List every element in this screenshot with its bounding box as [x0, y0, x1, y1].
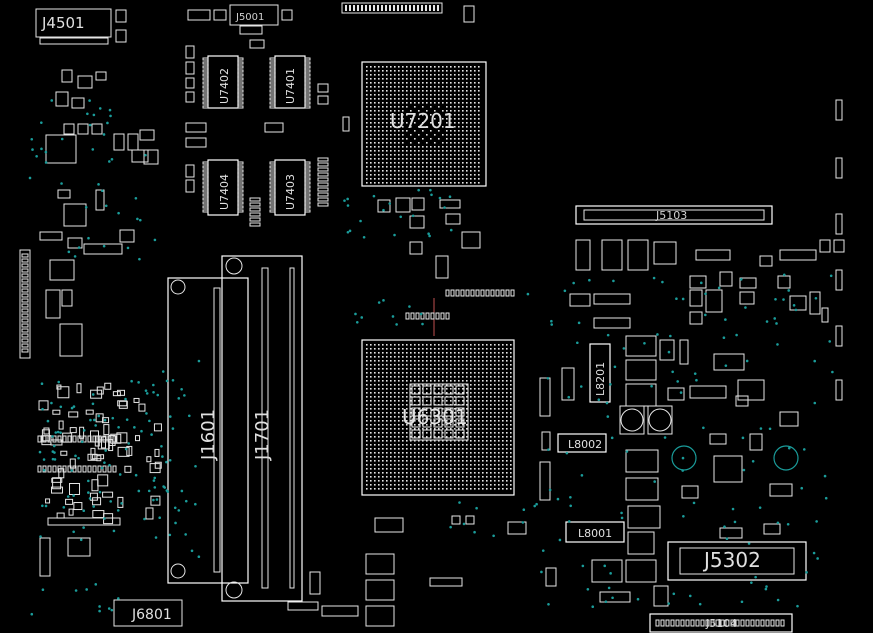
u7201-label: U7201 [390, 109, 456, 133]
l8001-label: L8001 [578, 527, 612, 540]
chip-u6301[interactable]: U6301 [361, 339, 515, 496]
connector-j5104[interactable]: J5104 [649, 613, 793, 633]
connector-j5302[interactable]: J5302 [667, 541, 807, 581]
u7404-label: U7404 [218, 174, 231, 210]
u7401-label: U7401 [284, 68, 297, 104]
chip-u7201[interactable]: U7201 [361, 61, 487, 187]
connector-j1601[interactable]: J1601 [167, 277, 249, 584]
j5104-label: J5104 [705, 617, 737, 630]
j1701-label: J1701 [252, 409, 273, 461]
j1601-label: J1601 [198, 409, 219, 461]
connector-j6801[interactable]: J6801 [113, 599, 183, 627]
u6301-label: U6301 [402, 405, 468, 429]
connector-left-strip[interactable] [19, 249, 31, 359]
connector-j4501[interactable]: J4501 [35, 8, 112, 45]
inductor-l8001[interactable]: L8001 [565, 521, 625, 543]
connector-j1701[interactable]: J1701 [221, 255, 303, 602]
connector-j5001[interactable]: J5001 [187, 4, 293, 35]
j5001-label: J5001 [235, 12, 264, 23]
passive-stack [249, 157, 329, 227]
l8002-label: L8002 [568, 438, 602, 451]
j5302-label: J5302 [702, 548, 761, 572]
inductor-l8002[interactable]: L8002 [557, 433, 607, 453]
inductor-l8201[interactable]: L8201 [589, 343, 611, 403]
u7403-label: U7403 [284, 174, 297, 210]
j5103-label: J5103 [655, 209, 687, 222]
j6801-label: J6801 [131, 607, 172, 623]
j4501-label: J4501 [41, 14, 85, 32]
chip-u7403[interactable]: U7403 [269, 159, 311, 216]
connector-j5103[interactable]: J5103 [575, 205, 773, 225]
l8201-label: L8201 [594, 362, 607, 396]
u7402-label: U7402 [218, 68, 231, 104]
chip-u7402[interactable]: U7402 [202, 55, 244, 109]
connector-top-header[interactable] [341, 2, 443, 14]
chip-u7404[interactable]: U7404 [202, 159, 244, 216]
via-layer [28, 99, 834, 616]
chip-u7401[interactable]: U7401 [269, 55, 311, 109]
lower-left-passives [37, 382, 162, 525]
